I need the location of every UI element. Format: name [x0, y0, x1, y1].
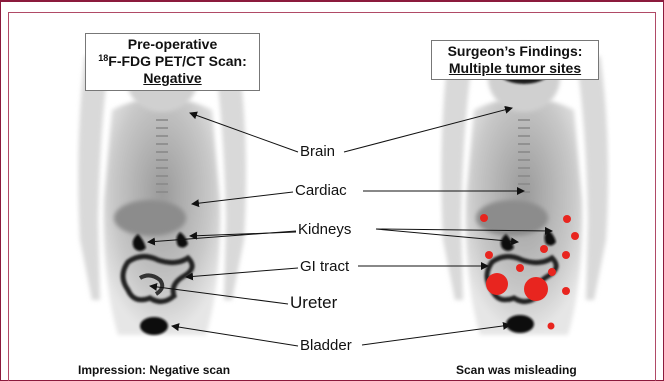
caption-right: Scan was misleading — [456, 363, 577, 377]
caption-left: Impression: Negative scan — [78, 363, 230, 377]
isotope-superscript: 18 — [98, 53, 108, 63]
label-gi-tract: GI tract — [300, 258, 349, 275]
label-bladder: Bladder — [300, 337, 352, 354]
label-kidneys: Kidneys — [298, 221, 351, 238]
box-line-2-text: F-FDG PET/CT Scan: — [108, 53, 246, 69]
findings-line-2: Multiple tumor sites — [436, 60, 594, 77]
surgeon-findings-box: Surgeon’s Findings: Multiple tumor sites — [431, 40, 599, 80]
label-ureter: Ureter — [290, 293, 337, 313]
findings-line-1: Surgeon’s Findings: — [436, 43, 594, 60]
preoperative-scan-box: Pre-operative 18F-FDG PET/CT Scan: Negat… — [85, 33, 260, 91]
right-pet-body — [441, 44, 608, 335]
box-line-1: Pre-operative — [90, 36, 255, 53]
label-cardiac: Cardiac — [295, 182, 347, 199]
box-line-2: 18F-FDG PET/CT Scan: — [90, 53, 255, 70]
box-line-3: Negative — [90, 70, 255, 87]
label-brain: Brain — [300, 143, 335, 160]
